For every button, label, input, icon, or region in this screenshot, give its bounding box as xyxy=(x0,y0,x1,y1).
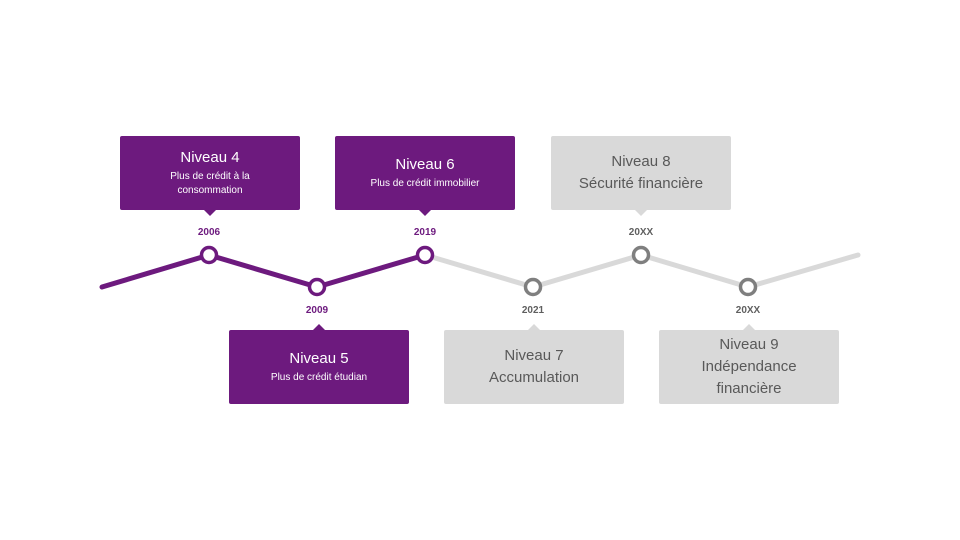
milestone-card-niveau-4: Niveau 4 Plus de crédit à la consommatio… xyxy=(120,136,300,216)
card-pointer xyxy=(204,210,216,216)
milestone-title: Niveau 6 xyxy=(395,156,455,173)
card-pointer xyxy=(743,324,755,330)
timeline-line-past xyxy=(99,252,428,290)
year-label: 2009 xyxy=(305,305,329,316)
card-pointer xyxy=(419,210,431,216)
timeline-node xyxy=(523,277,543,297)
milestone-subtitle: Plus de crédit étudian xyxy=(270,372,368,383)
milestone-title: Niveau 5 xyxy=(289,350,349,367)
timeline-node xyxy=(631,245,651,265)
milestone-subtitle: Plus de crédit à la consommation xyxy=(170,171,250,196)
timeline-node xyxy=(415,245,435,265)
card-pointer xyxy=(528,324,540,330)
milestone-card-niveau-6: Niveau 6 Plus de crédit immobilier xyxy=(335,136,515,216)
milestone-title: Niveau 4 xyxy=(180,149,240,166)
milestone-subtitle: Sécurité financière xyxy=(578,175,704,192)
year-label: 2021 xyxy=(521,305,545,316)
milestone-card-niveau-9: Niveau 9 Indépendance financière xyxy=(659,324,839,404)
milestone-card-niveau-8: Niveau 8 Sécurité financière xyxy=(551,136,731,216)
milestone-title: Niveau 8 xyxy=(611,153,671,170)
card-pointer xyxy=(313,324,325,330)
year-label: 20XX xyxy=(628,227,654,238)
card-pointer xyxy=(635,210,647,216)
year-label: 2019 xyxy=(413,227,437,238)
milestone-title: Niveau 7 xyxy=(504,347,564,364)
milestone-card-niveau-7: Niveau 7 Accumulation xyxy=(444,324,624,404)
timeline-node xyxy=(738,277,758,297)
year-label: 2006 xyxy=(197,227,221,238)
year-label: 20XX xyxy=(735,305,761,316)
timeline-node xyxy=(199,245,219,265)
milestone-title: Niveau 9 xyxy=(719,336,779,353)
milestone-subtitle: Indépendance financière xyxy=(701,358,797,397)
milestone-card-niveau-5: Niveau 5 Plus de crédit étudian xyxy=(229,324,409,404)
milestone-subtitle: Accumulation xyxy=(488,369,580,386)
milestone-subtitle: Plus de crédit immobilier xyxy=(370,178,480,189)
timeline-node xyxy=(307,277,327,297)
